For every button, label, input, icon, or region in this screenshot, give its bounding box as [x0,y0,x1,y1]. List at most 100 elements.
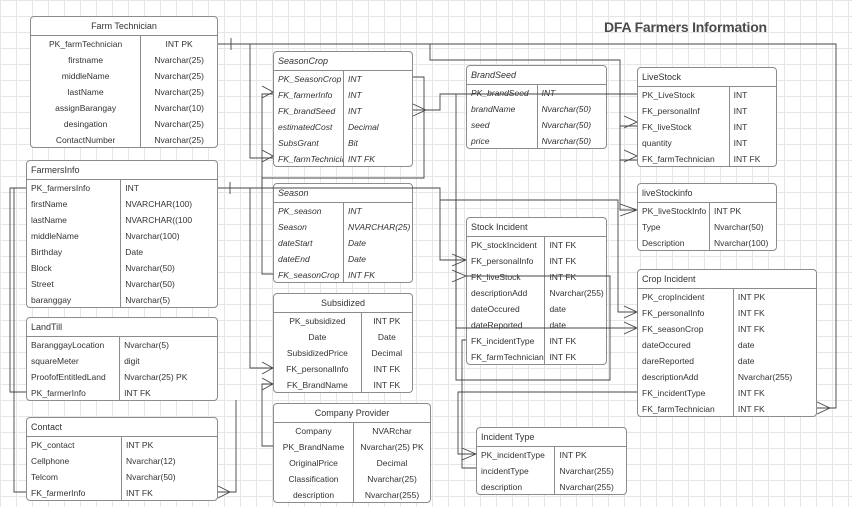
crow-foot-mark [619,203,638,217]
entity-title: BrandSeed [467,66,606,85]
field-name: Type [642,222,661,232]
field-type: Date [360,329,412,345]
field-type: Nvarchar(10) [140,100,217,116]
field-name: firstname [68,55,104,65]
field-type: INT PK [732,289,816,305]
page-title: DFA Farmers Information [604,19,767,35]
crow-foot-mark [623,305,638,319]
relation-line [218,43,273,159]
entity-title: Stock Incident [467,218,606,237]
field-name: PK_LiveStock [642,90,695,100]
field-type: Nvarchar(50) [120,276,217,292]
entity-title: liveStockinfo [638,184,776,203]
field-name: dareReported [642,356,694,366]
field-type: INT PK [554,447,626,463]
relation-line [218,400,237,493]
field-type: INT [120,180,217,196]
field-name: desingation [63,119,108,129]
field-name: ContactNumber [55,135,116,145]
field-type: Bit [342,135,412,151]
field-type: INT FK [544,349,606,364]
field-name: Company [295,426,332,436]
entity-row: middleName Nvarchar(100) [27,228,217,244]
field-type: Nvarchar(25) [140,84,217,100]
field-type: date [732,337,816,353]
field-type: Date [120,244,217,260]
field-name: seed [471,120,490,130]
field-name: middleName [31,231,79,241]
crow-foot-mark [261,149,274,163]
field-name: PK_farmTechnician [49,39,123,49]
crow-foot-mark [261,361,274,375]
field-name: PK_farmerInfo [31,388,86,398]
field-name: FK_liveStock [642,122,692,132]
field-name: assignBarangay [55,103,117,113]
field-type: INT [536,85,607,101]
field-type: INT FK [728,151,776,166]
field-type: INT FK [732,305,816,321]
field-type: Nvarchar(50) [536,101,607,117]
entity-title: Incident Type [477,428,626,447]
field-name: FK_farmerInfo [278,90,333,100]
field-name: PK_stockIncident [471,240,537,250]
field-name: dateOccured [471,304,520,314]
entity-row: brandName Nvarchar(50) [467,101,606,117]
crow-foot-mark [623,115,638,129]
field-name: brandName [471,104,516,114]
field-type: INT FK [119,385,217,400]
field-type: INT FK [732,321,816,337]
field-name: firstName [31,199,68,209]
entity-title: Subsidized [274,294,412,313]
field-name: descriptionAdd [642,372,699,382]
field-name: lastName [31,215,67,225]
field-type: Nvarchar(100) [708,235,776,250]
field-name: FK_seasonCrop [278,270,340,280]
entity-title: FarmersInfo [27,161,217,180]
entity-title: Farm Technician [31,17,217,36]
field-type: date [544,301,606,317]
entity-title: Season [274,184,412,203]
field-type: Nvarchar(25) [140,52,217,68]
field-type: Decimal [352,455,430,471]
field-name: estimatedCost [278,122,333,132]
crow-foot-mark [623,321,638,335]
field-name: description [481,482,523,492]
field-name: Telcom [31,472,58,482]
crow-foot-mark [217,485,231,499]
field-type: Nvarchar(100) [120,228,217,244]
field-name: FK_BrandName [286,380,348,390]
field-name: FK_farmTechnician [471,352,544,362]
field-name: FK_personalInf [642,106,700,116]
field-type: Date [342,251,412,267]
